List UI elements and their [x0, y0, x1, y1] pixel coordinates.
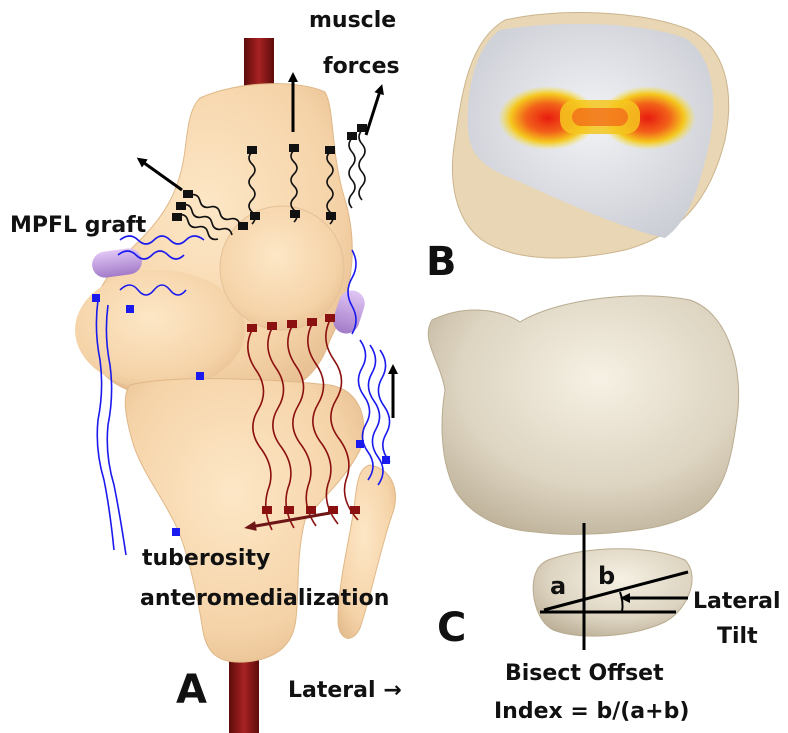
panel-a-label: A — [176, 667, 207, 713]
tuberosity-label-line2: anteromedialization — [140, 586, 389, 611]
mpfl-graft-label: MPFL graft — [10, 213, 147, 238]
lateral-direction-label: Lateral → — [288, 678, 402, 703]
arrow-icon — [140, 160, 182, 190]
femur-distal-gray — [428, 296, 738, 535]
lateral-tilt-label-line1: Lateral — [693, 589, 781, 614]
arrow-icon — [366, 88, 381, 135]
panel-b-contact-map: B — [426, 13, 729, 285]
panel-c-measurements: a b Lateral Tilt C Bisect Offset Index =… — [428, 296, 780, 724]
contact-bridge-core — [572, 108, 628, 126]
bisect-offset-label-line2: Index = b/(a+b) — [494, 699, 689, 724]
panel-a-knee-model: muscle forces MPFL graft tuberosity ante… — [10, 8, 404, 733]
fibula-bone — [338, 465, 396, 638]
panel-b-label: B — [426, 239, 457, 285]
lateral-tilt-label-line2: Tilt — [717, 624, 758, 649]
segment-b-label: b — [598, 562, 615, 590]
panel-c-label: C — [437, 605, 466, 651]
tuberosity-label-line1: tuberosity — [142, 546, 270, 571]
bisect-offset-label-line1: Bisect Offset — [505, 661, 664, 686]
muscle-forces-label: muscle forces — [309, 8, 404, 79]
tibia-bone — [125, 379, 364, 663]
tibia-rod — [229, 656, 259, 733]
segment-a-label: a — [550, 572, 566, 600]
